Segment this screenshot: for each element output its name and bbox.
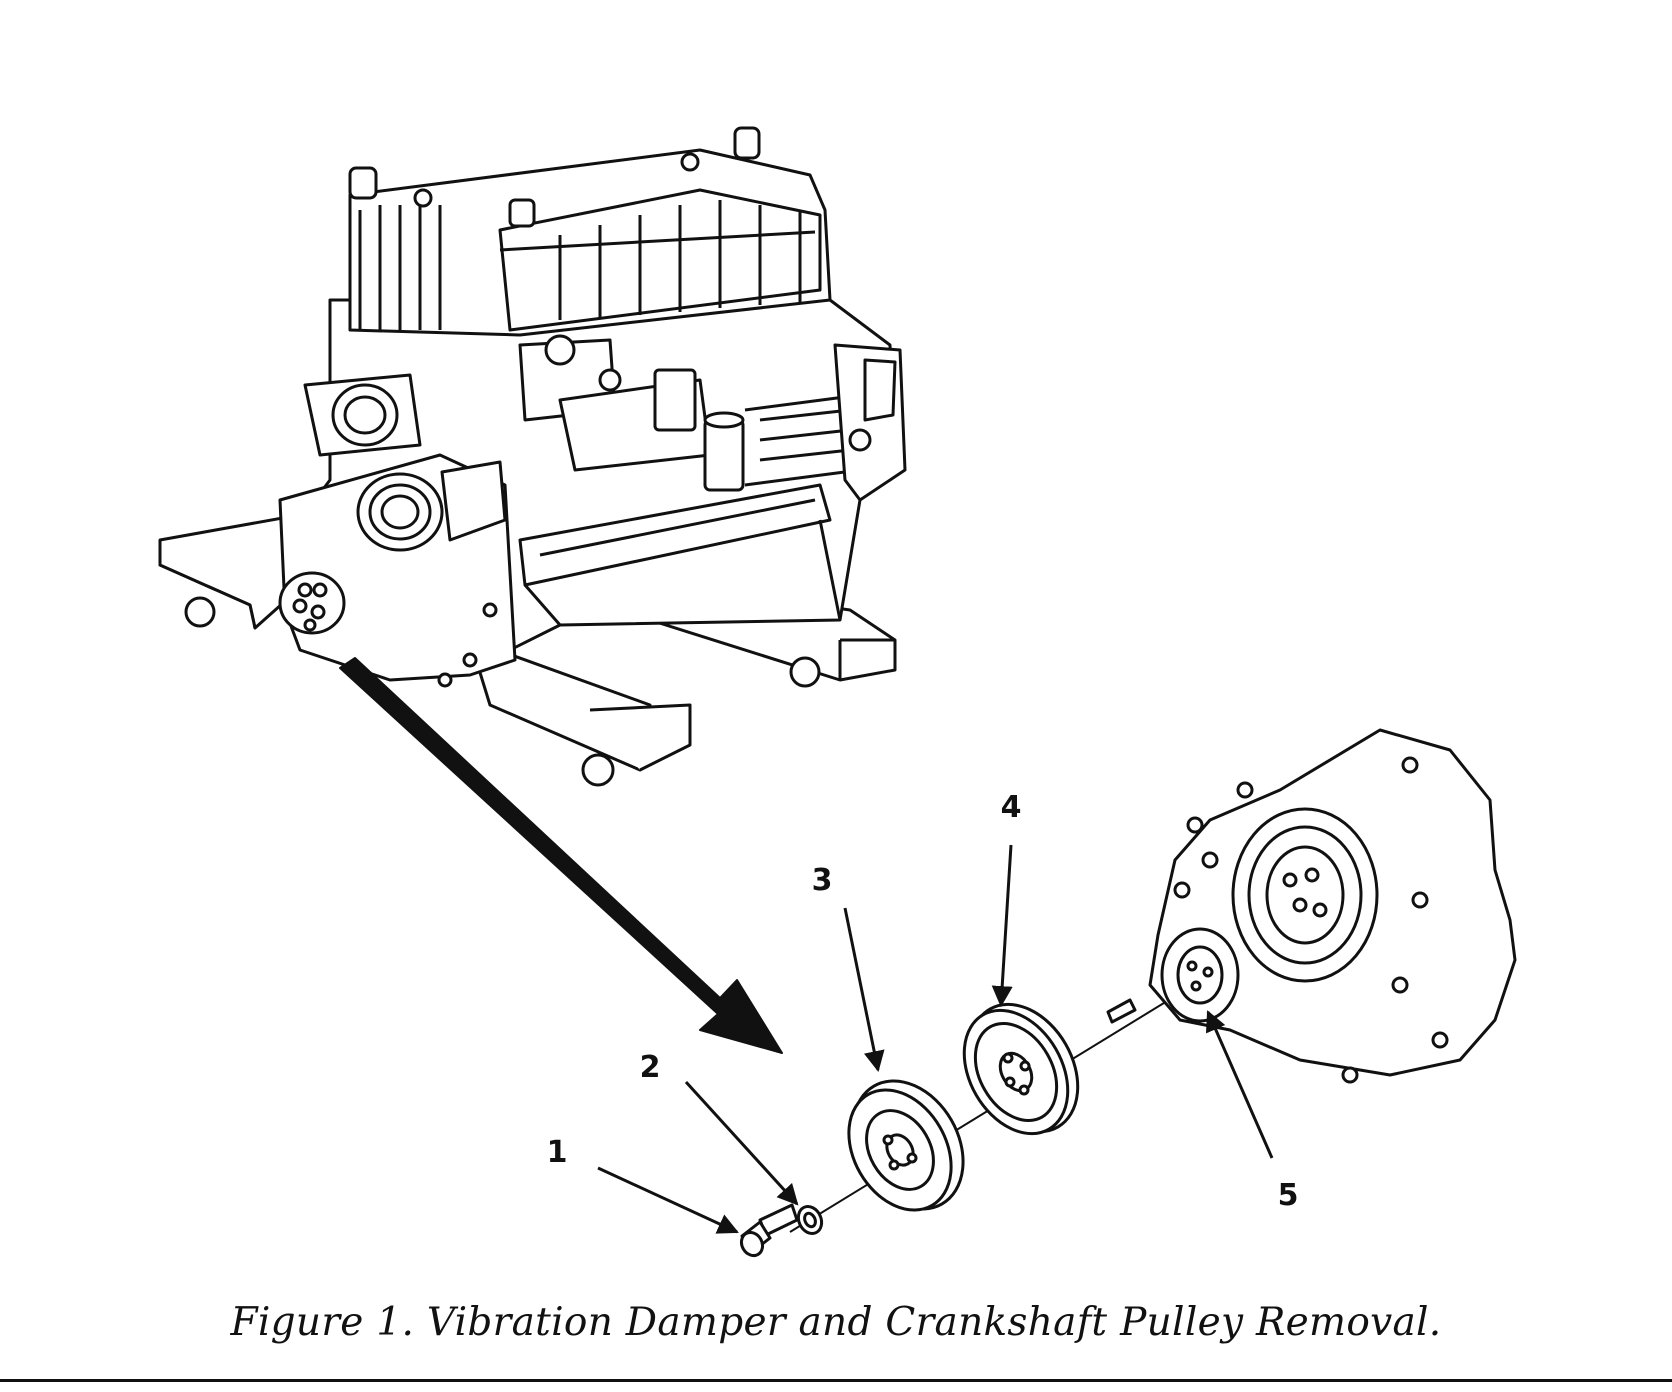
washer-part [796,1204,824,1236]
leader-line-2 [684,1080,799,1206]
callout-leaders [597,844,1274,1234]
front-gear-cover [278,453,517,688]
bottom-rule [0,1379,1672,1382]
leader-line-5 [1205,1010,1274,1159]
front-cover-assembly [1148,728,1517,1084]
fuel-pump-assembly [518,334,862,492]
callout-4: 4 [1001,790,1022,825]
engine-on-stand-drawing [158,126,907,787]
cylinder-head [348,126,832,337]
detail-pointer-arrow [339,657,783,1054]
dowel-pin [1106,998,1137,1024]
figure-caption: Figure 1. Vibration Damper and Crankshaf… [230,1300,1442,1345]
leader-line-3 [843,907,885,1073]
oil-pan [518,483,842,626]
callout-1: 1 [547,1135,568,1170]
vibration-damper-part [962,1002,1080,1136]
callout-2: 2 [640,1050,661,1085]
callout-3: 3 [812,863,833,898]
intake-manifold [303,373,422,457]
leader-line-4 [991,844,1013,1008]
crankshaft-pulley-part [847,1079,965,1212]
callout-5: 5 [1278,1178,1299,1213]
flywheel-housing [833,343,907,502]
callout-numbers: 1 2 3 4 5 [547,790,1299,1213]
capscrew-part [739,1203,799,1258]
leader-line-1 [597,1166,739,1234]
exploded-parts [739,728,1517,1258]
